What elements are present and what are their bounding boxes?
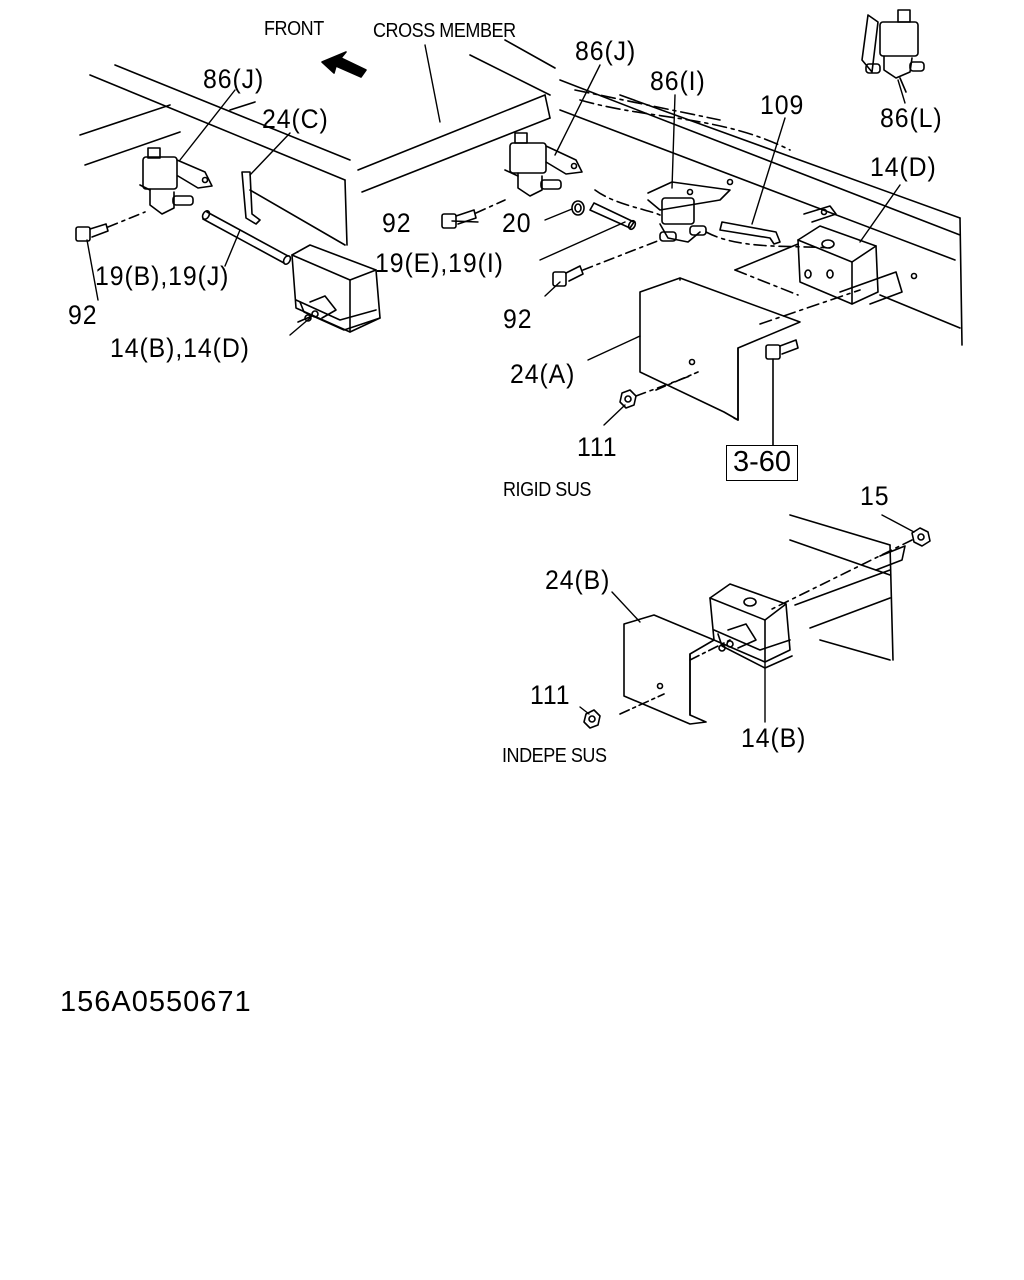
callout-14bd: 14(B),14(D) bbox=[110, 333, 250, 363]
cover-24b bbox=[619, 614, 731, 725]
callout-19bj: 19(B),19(J) bbox=[95, 261, 230, 291]
nut-15 bbox=[769, 527, 931, 611]
callout-86j-mid: 86(J) bbox=[575, 36, 637, 66]
callout-86j-left: 86(J) bbox=[203, 64, 265, 94]
callout-14d: 14(D) bbox=[870, 152, 937, 182]
callout-15: 15 bbox=[860, 481, 890, 511]
indepe-sus-label: INDEPE SUS bbox=[502, 745, 607, 767]
callout-24b: 24(B) bbox=[545, 565, 611, 595]
cross-member-label: CROSS MEMBER bbox=[373, 20, 516, 42]
front-arrow-icon bbox=[321, 51, 367, 78]
callout-92-low: 92 bbox=[503, 304, 533, 334]
clamp-20 bbox=[571, 200, 585, 216]
hose-24c bbox=[241, 171, 261, 225]
cross-member bbox=[357, 39, 556, 193]
valve-86j-mid bbox=[504, 132, 583, 197]
valve-86j-left bbox=[139, 147, 213, 215]
bolt-92-mid bbox=[441, 199, 506, 229]
callout-86i: 86(I) bbox=[650, 66, 706, 96]
nut-111-bottom bbox=[583, 709, 601, 729]
valve-86l bbox=[861, 9, 925, 93]
hose-109 bbox=[705, 221, 831, 249]
tank-14bd-left bbox=[291, 244, 381, 333]
bolt-3-60 bbox=[765, 339, 799, 446]
callout-14b: 14(B) bbox=[741, 723, 807, 753]
callout-24c: 24(C) bbox=[262, 104, 329, 134]
cover-24a bbox=[639, 277, 861, 421]
callout-20: 20 bbox=[502, 208, 532, 238]
bolt-92-left bbox=[75, 211, 146, 242]
frame-rail-right bbox=[559, 79, 963, 346]
frame-rail-indepe bbox=[789, 514, 894, 661]
drawing-code: 156A0550671 bbox=[60, 986, 252, 1018]
leader-lines bbox=[86, 44, 915, 723]
valve-86i bbox=[647, 178, 734, 243]
front-label: FRONT bbox=[264, 18, 324, 40]
nut-111-top bbox=[619, 375, 691, 409]
callout-92-left: 92 bbox=[68, 300, 98, 330]
tank-14d-right bbox=[734, 205, 918, 305]
callout-92-mid: 92 bbox=[382, 208, 412, 238]
frame-rail-left bbox=[79, 64, 351, 246]
bolt-92-low bbox=[552, 239, 661, 287]
callout-19ei: 19(E),19(I) bbox=[375, 248, 504, 278]
callout-111-top: 111 bbox=[577, 432, 618, 462]
hose-connector bbox=[589, 189, 661, 231]
tank-14b-indepe bbox=[709, 583, 793, 669]
callout-111-bottom: 111 bbox=[530, 680, 571, 710]
pipe-19bj bbox=[201, 210, 292, 265]
callout-86l: 86(L) bbox=[880, 103, 943, 133]
reference-box-3-60: 3-60 bbox=[726, 445, 799, 481]
callout-24a: 24(A) bbox=[510, 359, 576, 389]
callout-109: 109 bbox=[760, 90, 805, 120]
rigid-sus-label: RIGID SUS bbox=[503, 479, 591, 501]
